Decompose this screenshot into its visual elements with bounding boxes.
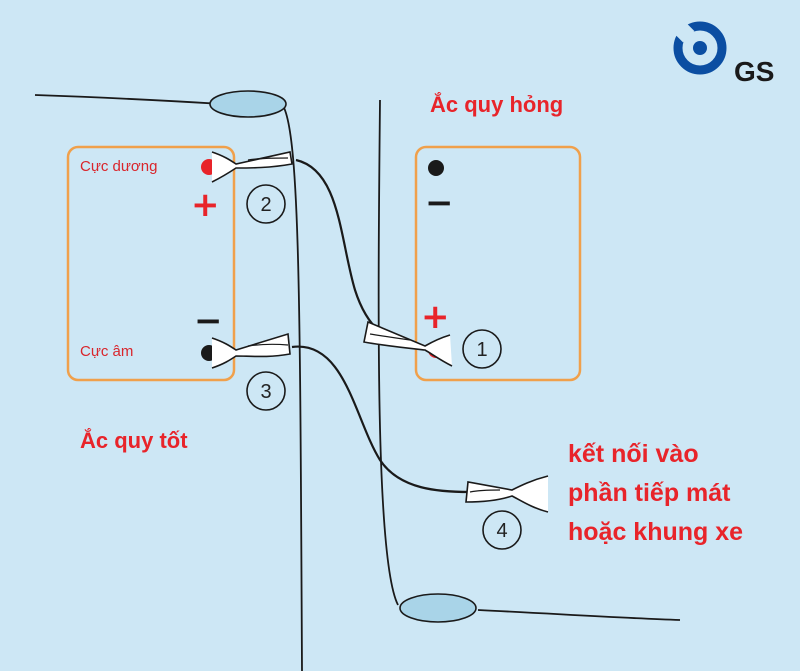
clamp-3 xyxy=(211,332,291,369)
gs-logo-icon xyxy=(673,21,727,75)
step-1-number: 1 xyxy=(476,339,487,361)
step-1-circle xyxy=(462,329,502,369)
bad-minus-sign: − xyxy=(425,183,454,223)
clamp-2 xyxy=(211,151,293,183)
jumper-cable-negative xyxy=(291,345,471,494)
step-4-circle xyxy=(482,510,522,550)
cable-right-out xyxy=(477,609,681,621)
bad-plus-sign: + xyxy=(421,297,450,337)
cable-cap-top xyxy=(209,90,287,118)
bad-negative-terminal xyxy=(428,160,444,176)
good-minus-sign: − xyxy=(194,301,223,341)
clamp-1 xyxy=(363,320,453,367)
logo-text: GS xyxy=(734,56,775,87)
good-plus-sign: + xyxy=(191,185,220,225)
bad-battery-title: Ắc quy hỏng xyxy=(430,92,564,117)
step-2-circle xyxy=(246,184,286,224)
positive-terminal-label: Cực dương xyxy=(80,158,158,175)
ground-note-line-2: phần tiếp mát xyxy=(568,479,731,507)
step-3-circle xyxy=(246,371,286,411)
negative-terminal-label: Cực âm xyxy=(80,343,134,360)
good-battery-box xyxy=(66,145,236,382)
cable-left xyxy=(34,94,223,105)
cable-cap-bottom xyxy=(399,593,477,623)
bad-battery-box xyxy=(414,145,582,382)
clamp-4 xyxy=(465,475,549,513)
step-2-number: 2 xyxy=(260,194,271,216)
step-4-number: 4 xyxy=(496,520,507,542)
step-3-number: 3 xyxy=(260,381,271,403)
cable-left-down xyxy=(281,103,303,671)
cable-right xyxy=(377,99,399,606)
ground-note-line-3: hoặc khung xe xyxy=(568,518,744,546)
jumper-cable-positive xyxy=(295,158,381,333)
good-battery-title: Ắc quy tốt xyxy=(80,428,188,453)
ground-note-line-1: kết nối vào xyxy=(568,440,699,468)
